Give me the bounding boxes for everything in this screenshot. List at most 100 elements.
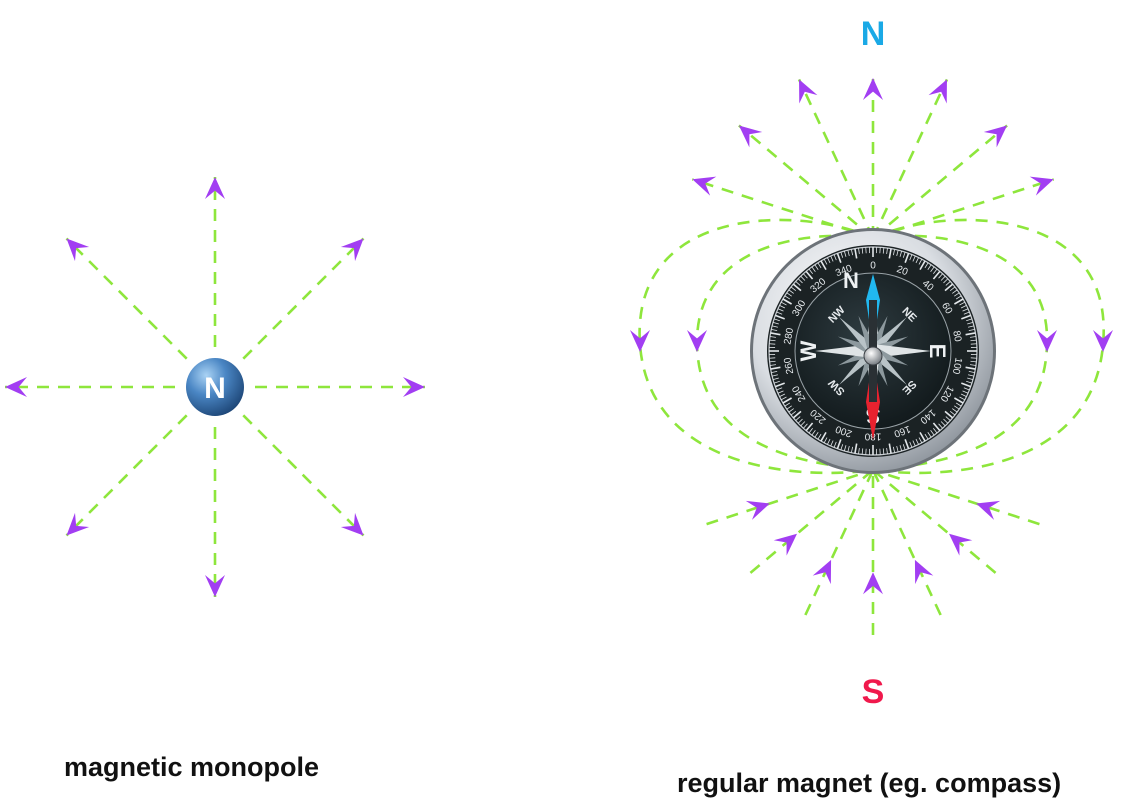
compass-tick xyxy=(927,432,932,438)
compass-tick xyxy=(940,275,946,281)
compass-tick xyxy=(843,445,847,452)
compass-degree-label: 20 xyxy=(895,264,910,278)
compass-tick xyxy=(969,336,977,338)
magnet-field-arrow xyxy=(692,176,717,196)
compass-tick xyxy=(961,382,972,388)
compass-tick xyxy=(886,247,888,255)
compass-tick xyxy=(967,325,975,328)
compass-tick xyxy=(962,390,969,394)
compass-tick xyxy=(932,422,941,432)
compass-rose-labels: NESWNESESWNW xyxy=(796,268,950,428)
compass-tick xyxy=(955,402,962,407)
monopole-field-line xyxy=(242,237,365,360)
south-pole-label: S xyxy=(862,673,885,711)
magnet-field-line xyxy=(804,469,875,616)
compass-tick xyxy=(961,314,972,320)
compass-degree-label: 60 xyxy=(939,301,954,317)
compass-tick xyxy=(847,249,850,257)
compass-tick xyxy=(861,247,864,254)
compass-tick xyxy=(772,321,779,325)
compass-tick xyxy=(786,405,792,410)
magnet-field xyxy=(630,78,1113,635)
compass-tick xyxy=(827,438,831,445)
compass-tick xyxy=(967,374,975,377)
compass-tick xyxy=(909,254,913,261)
compass-tick xyxy=(965,366,976,370)
compass-tick xyxy=(840,251,844,258)
magnet-field-arrow xyxy=(1037,330,1057,352)
compass-tick xyxy=(954,298,964,305)
monopole-field-arrow xyxy=(403,377,425,397)
compass-tick xyxy=(899,445,903,452)
compass-tick xyxy=(790,411,797,416)
compass-tick xyxy=(773,380,780,384)
magnet-field-arrow xyxy=(745,500,770,520)
compass-tick xyxy=(836,252,842,263)
compass-tick xyxy=(954,405,960,410)
compass-tick xyxy=(882,448,885,455)
compass-tick xyxy=(963,311,970,315)
compass-tick xyxy=(797,278,803,284)
compass-tick xyxy=(949,411,956,416)
compass-tick xyxy=(811,430,816,436)
compass-cardinal-label: E xyxy=(925,344,950,359)
compass-tick xyxy=(918,437,923,444)
compass-tick xyxy=(774,382,785,388)
compass-tick xyxy=(938,273,943,279)
compass-tick xyxy=(966,380,973,384)
compass-tick xyxy=(933,427,938,434)
compass-tick xyxy=(770,332,781,336)
compass-tick xyxy=(888,443,892,454)
compass-tick xyxy=(792,410,802,419)
compass-tick xyxy=(892,446,896,453)
compass-tick xyxy=(858,247,860,255)
monopole-field-arrow xyxy=(5,377,27,397)
magnet-field-arrow xyxy=(773,533,798,556)
compass-tick xyxy=(769,339,776,342)
compass-tick xyxy=(854,443,858,454)
compass-tick xyxy=(899,250,903,257)
magnet-field-arrow xyxy=(863,572,883,595)
magnet-field-line xyxy=(797,78,875,239)
compass-tick xyxy=(805,422,814,432)
compass-tick xyxy=(769,336,777,338)
compass-tick xyxy=(823,258,828,265)
compass-pivot xyxy=(863,346,883,366)
monopole-field xyxy=(5,177,425,597)
compass-tick xyxy=(944,410,954,419)
monopole-field-line xyxy=(65,237,188,360)
magnet-field-line xyxy=(871,78,949,239)
compass-tick xyxy=(915,438,919,445)
magnet-field-arrow xyxy=(738,125,763,148)
monopole-field-line xyxy=(65,414,188,537)
compass-tick xyxy=(943,418,949,424)
compass-tick xyxy=(784,295,791,300)
compass-tick xyxy=(963,387,970,391)
compass-cardinal-label: W xyxy=(796,340,821,361)
compass-tick xyxy=(965,332,976,336)
compass-tick xyxy=(932,270,941,280)
compass-tick xyxy=(959,396,966,401)
compass-tick xyxy=(836,439,842,450)
compass-tick xyxy=(800,275,806,281)
magnet-field-line xyxy=(749,469,874,574)
compass-tick xyxy=(772,377,779,381)
compass-tick xyxy=(817,433,822,440)
compass-tick xyxy=(847,445,850,453)
compass-tick xyxy=(927,264,932,270)
compass-tick xyxy=(858,447,860,455)
compass-tick xyxy=(830,255,834,262)
compass-tick xyxy=(967,321,974,325)
compass-tick xyxy=(960,305,967,309)
compass-tick xyxy=(803,273,808,279)
compass-cardinal-label: N xyxy=(843,268,859,293)
magnet-field-line xyxy=(706,468,874,526)
compass-tick xyxy=(808,427,813,434)
compass-tick xyxy=(945,281,951,286)
compass-tick xyxy=(773,318,780,322)
compass-tick xyxy=(930,430,935,436)
magnet-field-line xyxy=(872,468,1040,526)
monopole-field-line xyxy=(242,414,365,537)
compass-tick xyxy=(933,268,938,275)
magnet-caption: regular magnet (eg. compass) xyxy=(677,768,1062,798)
